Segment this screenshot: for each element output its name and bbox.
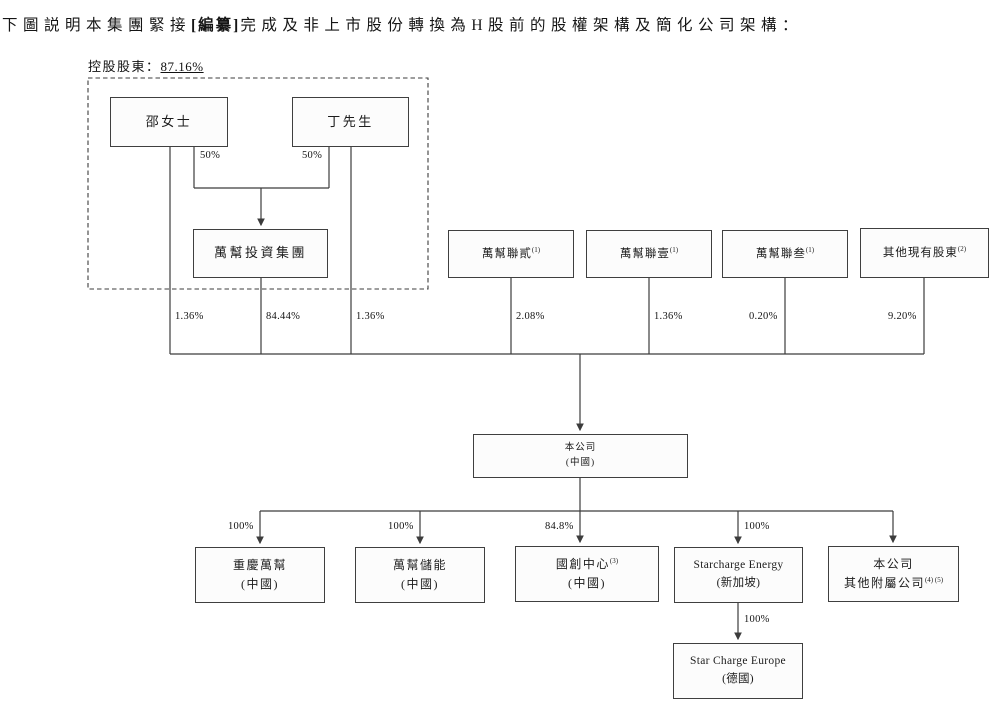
title-redacted-term: [編纂]	[191, 17, 241, 34]
pct-shao-to-investment: 50%	[200, 150, 221, 161]
footnote-ref-2: (2)	[957, 244, 967, 253]
pct-chongqing: 100%	[228, 521, 254, 532]
pct-lian-er: 2.08%	[516, 311, 545, 322]
title-prefix: 下圖説明本集團緊接	[2, 17, 192, 34]
pct-guochuang: 84.8%	[545, 521, 574, 532]
node-mr-ding: 丁先生	[292, 97, 409, 147]
node-guochuang-center: 國創中心(3) (中國)	[515, 546, 659, 602]
pct-lian-yi: 1.36%	[654, 311, 683, 322]
node-wanbang-lian-san: 萬幫聯叁(1)	[722, 230, 848, 278]
footnote-ref-1: (1)	[531, 245, 541, 254]
controlling-shareholders-percentage: 87.16%	[160, 59, 204, 74]
footnote-ref-1: (1)	[805, 245, 815, 254]
footnote-ref-4-5: (4) (5)	[924, 576, 944, 584]
node-other-subsidiaries: 本公司 其他附屬公司(4) (5)	[828, 546, 959, 602]
footnote-ref-1: (1)	[669, 245, 679, 254]
pct-shao-direct: 1.36%	[175, 311, 204, 322]
page-title: 下圖説明本集團緊接[編纂]完成及非上市股份轉換為H股前的股權架構及簡化公司架構：	[2, 13, 803, 35]
node-wanbang-lian-yi: 萬幫聯壹(1)	[586, 230, 712, 278]
node-the-company: 本公司 (中國)	[473, 434, 688, 478]
node-other-existing-shareholders: 其他現有股東(2)	[860, 228, 989, 278]
controlling-group-dashed-border	[87, 77, 429, 290]
pct-investment-to-company: 84.44%	[266, 311, 301, 322]
footnote-ref-3: (3)	[609, 557, 619, 566]
node-starcharge-energy: Starcharge Energy (新加坡)	[674, 547, 803, 603]
pct-chuneng: 100%	[388, 521, 414, 532]
title-suffix: 完成及非上市股份轉換為H股前的股權架構及簡化公司架構：	[240, 17, 804, 34]
node-wanbang-lian-er: 萬幫聯貳(1)	[448, 230, 574, 278]
node-madam-shao: 邵女士	[110, 97, 228, 147]
node-wanbang-chuneng: 萬幫儲能 (中國)	[355, 547, 485, 603]
pct-starcharge: 100%	[744, 521, 770, 532]
node-wanbang-investment-group: 萬幫投資集團	[193, 229, 328, 278]
controlling-shareholders-label: 控股股東：87.16%	[88, 56, 204, 75]
node-chongqing-wanbang: 重慶萬幫 (中國)	[195, 547, 325, 603]
controlling-shareholders-caption: 控股股東：	[88, 59, 161, 74]
pct-ding-direct: 1.36%	[356, 311, 385, 322]
pct-other-shareholders: 9.20%	[888, 311, 917, 322]
pct-lian-san: 0.20%	[749, 311, 778, 322]
pct-ding-to-investment: 50%	[302, 150, 323, 161]
node-star-charge-europe: Star Charge Europe (德國)	[673, 643, 803, 699]
pct-europe: 100%	[744, 614, 770, 625]
